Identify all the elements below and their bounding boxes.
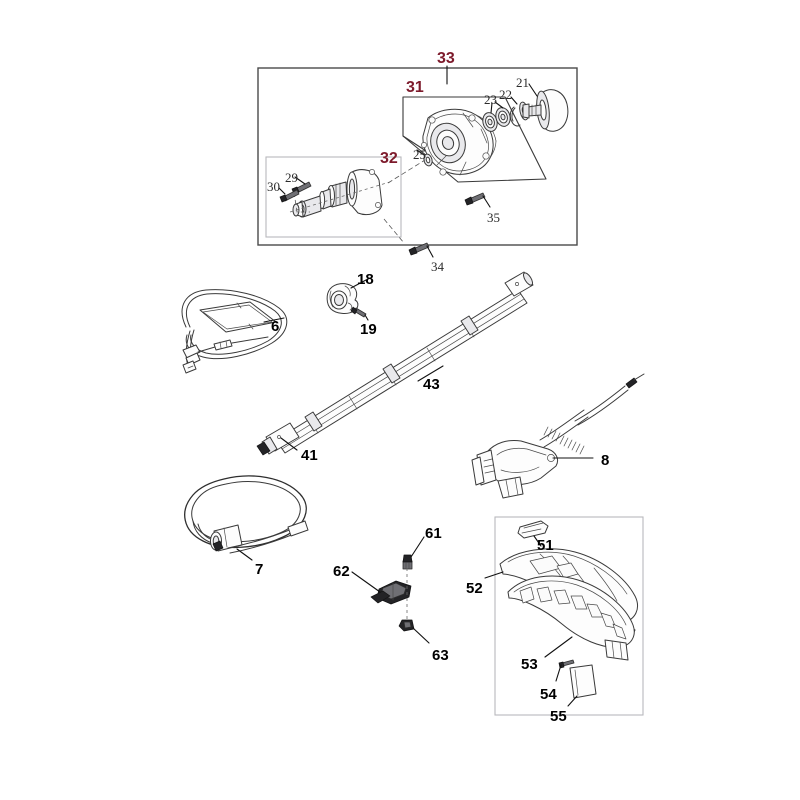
callout-25: 25 <box>413 147 426 162</box>
group-box-33 <box>257 65 578 246</box>
part-7-loop-handle <box>184 475 309 561</box>
part-41-shaft-tip <box>256 422 300 456</box>
callout-34: 34 <box>431 259 444 274</box>
part-6-handlebar-guard <box>181 289 288 374</box>
clutch-housing <box>421 108 497 176</box>
callout-63: 63 <box>432 647 449 664</box>
callout-8: 8 <box>601 452 610 469</box>
callout-43: 43 <box>423 376 440 393</box>
part-35-screw <box>464 192 491 208</box>
part-8-throttle-handle <box>471 373 645 499</box>
callout-33: 33 <box>437 50 455 67</box>
callout-30: 30 <box>267 179 280 194</box>
part-32-coupling <box>289 169 391 218</box>
callout-55: 55 <box>550 708 567 725</box>
part-21-clutch-drum <box>522 83 569 132</box>
callout-51: 51 <box>537 537 554 554</box>
callout-41: 41 <box>301 447 318 464</box>
callout-23: 23 <box>484 92 497 107</box>
callout-7: 7 <box>255 561 264 578</box>
callout-19: 19 <box>360 321 377 338</box>
callout-52: 52 <box>466 580 483 597</box>
part-30-bolt <box>278 187 300 203</box>
callout-29: 29 <box>285 170 298 185</box>
group-box-32 <box>265 156 402 238</box>
part-54-screw <box>555 659 575 682</box>
part-19-screw <box>350 306 369 321</box>
part-18-clamp <box>326 279 367 314</box>
part-53-guard-lower <box>507 575 635 661</box>
part-62-bracket <box>351 571 412 605</box>
part-51-guard-cap <box>517 520 549 547</box>
part-34-screw <box>383 218 434 258</box>
callout-31: 31 <box>406 79 424 96</box>
callout-21: 21 <box>516 75 529 90</box>
callout-62: 62 <box>333 563 350 580</box>
part-22-circlip <box>509 96 521 127</box>
callout-35: 35 <box>487 210 500 225</box>
part-55-blade-plate <box>567 664 597 707</box>
callout-53: 53 <box>521 656 538 673</box>
callout-32: 32 <box>380 150 398 167</box>
callout-22: 22 <box>499 87 512 102</box>
part-63-nut <box>398 619 430 644</box>
callout-18: 18 <box>357 271 374 288</box>
part-61-bolt <box>402 536 425 570</box>
callout-54: 54 <box>540 686 557 703</box>
callout-6: 6 <box>271 318 280 335</box>
group-box-52 <box>494 516 644 716</box>
callout-61: 61 <box>425 525 442 542</box>
part-43-drive-shaft <box>275 271 534 454</box>
part-23-bearings <box>482 101 511 132</box>
